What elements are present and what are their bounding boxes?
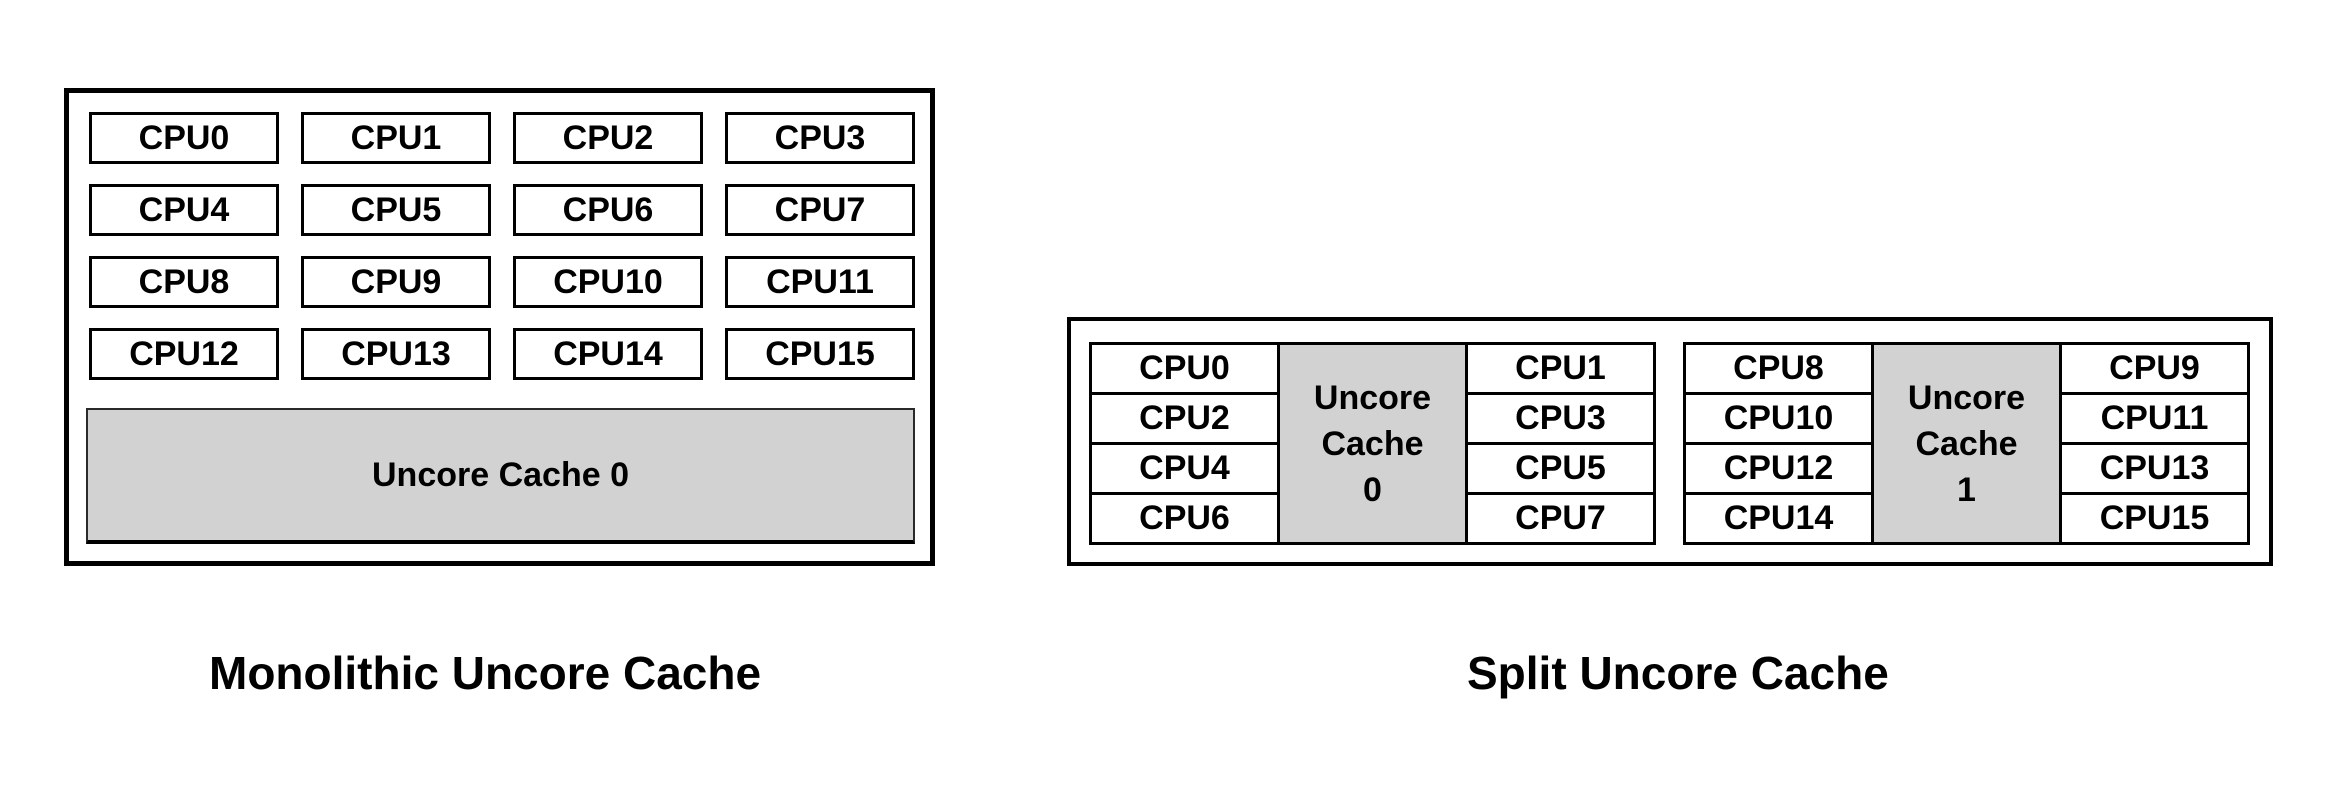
split-cluster-0-row-1: CPU2 CPU3 [1089, 392, 1656, 445]
split-cluster-1-row-3: CPU14 CPU15 [1683, 492, 2250, 545]
split-cluster-1-row-2: CPU12 CPU13 [1683, 442, 2250, 495]
uncore-cache-1-cell: Uncore Cache 1 [1871, 342, 2062, 545]
cpu-box-cpu12: CPU12 [89, 328, 279, 380]
cpu-cell-cpu14: CPU14 [1683, 492, 1874, 545]
monolithic-caption: Monolithic Uncore Cache [209, 647, 762, 699]
cpu-box-cpu15: CPU15 [725, 328, 915, 380]
cpu-box-cpu7: CPU7 [725, 184, 915, 236]
cache-0-line-1: Uncore [1313, 378, 1432, 417]
cpu-box-cpu5: CPU5 [301, 184, 491, 236]
uncore-cache-0-cell: Uncore Cache 0 [1277, 342, 1468, 545]
cpu-box-cpu2: CPU2 [513, 112, 703, 164]
cpu-cell-cpu5: CPU5 [1465, 442, 1656, 495]
cpu-cell-cpu6: CPU6 [1089, 492, 1280, 545]
uncore-cache-0-box: Uncore Cache 0 [86, 408, 915, 544]
cpu-cell-cpu2: CPU2 [1089, 392, 1280, 445]
split-caption: Split Uncore Cache [1467, 647, 1889, 699]
cpu-cell-cpu7: CPU7 [1465, 492, 1656, 545]
monolithic-chip-box: CPU0 CPU1 CPU2 CPU3 CPU4 CPU5 CPU6 CPU7 … [64, 88, 935, 566]
split-cluster-0-row-3: CPU6 CPU7 [1089, 492, 1656, 545]
cpu-box-cpu13: CPU13 [301, 328, 491, 380]
cpu-box-cpu6: CPU6 [513, 184, 703, 236]
split-cluster-1-row-1: CPU10 CPU11 [1683, 392, 2250, 445]
cpu-box-cpu0: CPU0 [89, 112, 279, 164]
split-cluster-0: CPU0 Uncore Cache 0 CPU1 CPU2 CPU3 CPU4 … [1089, 342, 1656, 545]
cpu-cell-cpu0: CPU0 [1089, 342, 1280, 395]
cache-1-line-2: Cache [1915, 424, 2018, 463]
cpu-box-cpu11: CPU11 [725, 256, 915, 308]
cpu-cell-cpu1: CPU1 [1465, 342, 1656, 395]
cpu-cell-cpu3: CPU3 [1465, 392, 1656, 445]
split-cluster-0-row-0: CPU0 Uncore Cache 0 CPU1 [1089, 342, 1656, 545]
cpu-box-cpu4: CPU4 [89, 184, 279, 236]
monolithic-cpu-grid: CPU0 CPU1 CPU2 CPU3 CPU4 CPU5 CPU6 CPU7 … [89, 112, 915, 380]
cpu-cell-cpu13: CPU13 [2059, 442, 2250, 495]
cpu-box-cpu8: CPU8 [89, 256, 279, 308]
cpu-box-cpu14: CPU14 [513, 328, 703, 380]
split-cluster-1: CPU8 Uncore Cache 1 CPU9 CPU10 CPU11 CPU… [1683, 342, 2250, 545]
split-cluster-0-row-2: CPU4 CPU5 [1089, 442, 1656, 495]
cpu-box-cpu9: CPU9 [301, 256, 491, 308]
cache-0-line-2: Cache [1321, 424, 1424, 463]
cpu-cell-cpu11: CPU11 [2059, 392, 2250, 445]
cpu-cell-cpu10: CPU10 [1683, 392, 1874, 445]
split-chip-box: CPU0 Uncore Cache 0 CPU1 CPU2 CPU3 CPU4 … [1067, 317, 2273, 566]
split-cluster-1-row-0: CPU8 Uncore Cache 1 CPU9 [1683, 342, 2250, 545]
cache-0-line-3: 0 [1363, 470, 1382, 509]
cpu-box-cpu10: CPU10 [513, 256, 703, 308]
cpu-cell-cpu12: CPU12 [1683, 442, 1874, 495]
cache-1-line-3: 1 [1957, 470, 1976, 509]
cpu-cell-cpu9: CPU9 [2059, 342, 2250, 395]
cpu-cell-cpu8: CPU8 [1683, 342, 1874, 395]
cache-1-line-1: Uncore [1907, 378, 2026, 417]
cpu-box-cpu1: CPU1 [301, 112, 491, 164]
cpu-cell-cpu4: CPU4 [1089, 442, 1280, 495]
cpu-cell-cpu15: CPU15 [2059, 492, 2250, 545]
cpu-box-cpu3: CPU3 [725, 112, 915, 164]
